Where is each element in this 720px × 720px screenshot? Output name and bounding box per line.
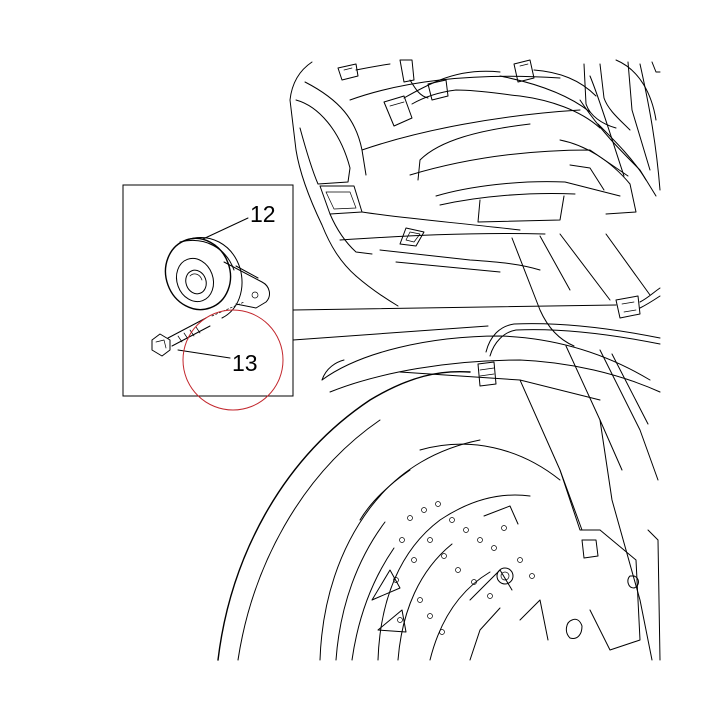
callout-13-leader: [177, 349, 231, 359]
bolt-part: [151, 301, 245, 357]
callout-13-highlight-circle: [182, 309, 284, 411]
callout-12-label: 12: [250, 201, 276, 227]
callout-13-label: 13: [232, 350, 258, 376]
motorcycle-front-illustration: [217, 59, 661, 661]
detail-inset-frame: [122, 184, 294, 397]
wiring-harness: [337, 59, 661, 387]
detail-inset: 12 13: [122, 184, 294, 411]
callout-12-leader: [202, 217, 249, 240]
leader-lines: [292, 304, 617, 341]
brake-disc-holes: [393, 501, 535, 635]
